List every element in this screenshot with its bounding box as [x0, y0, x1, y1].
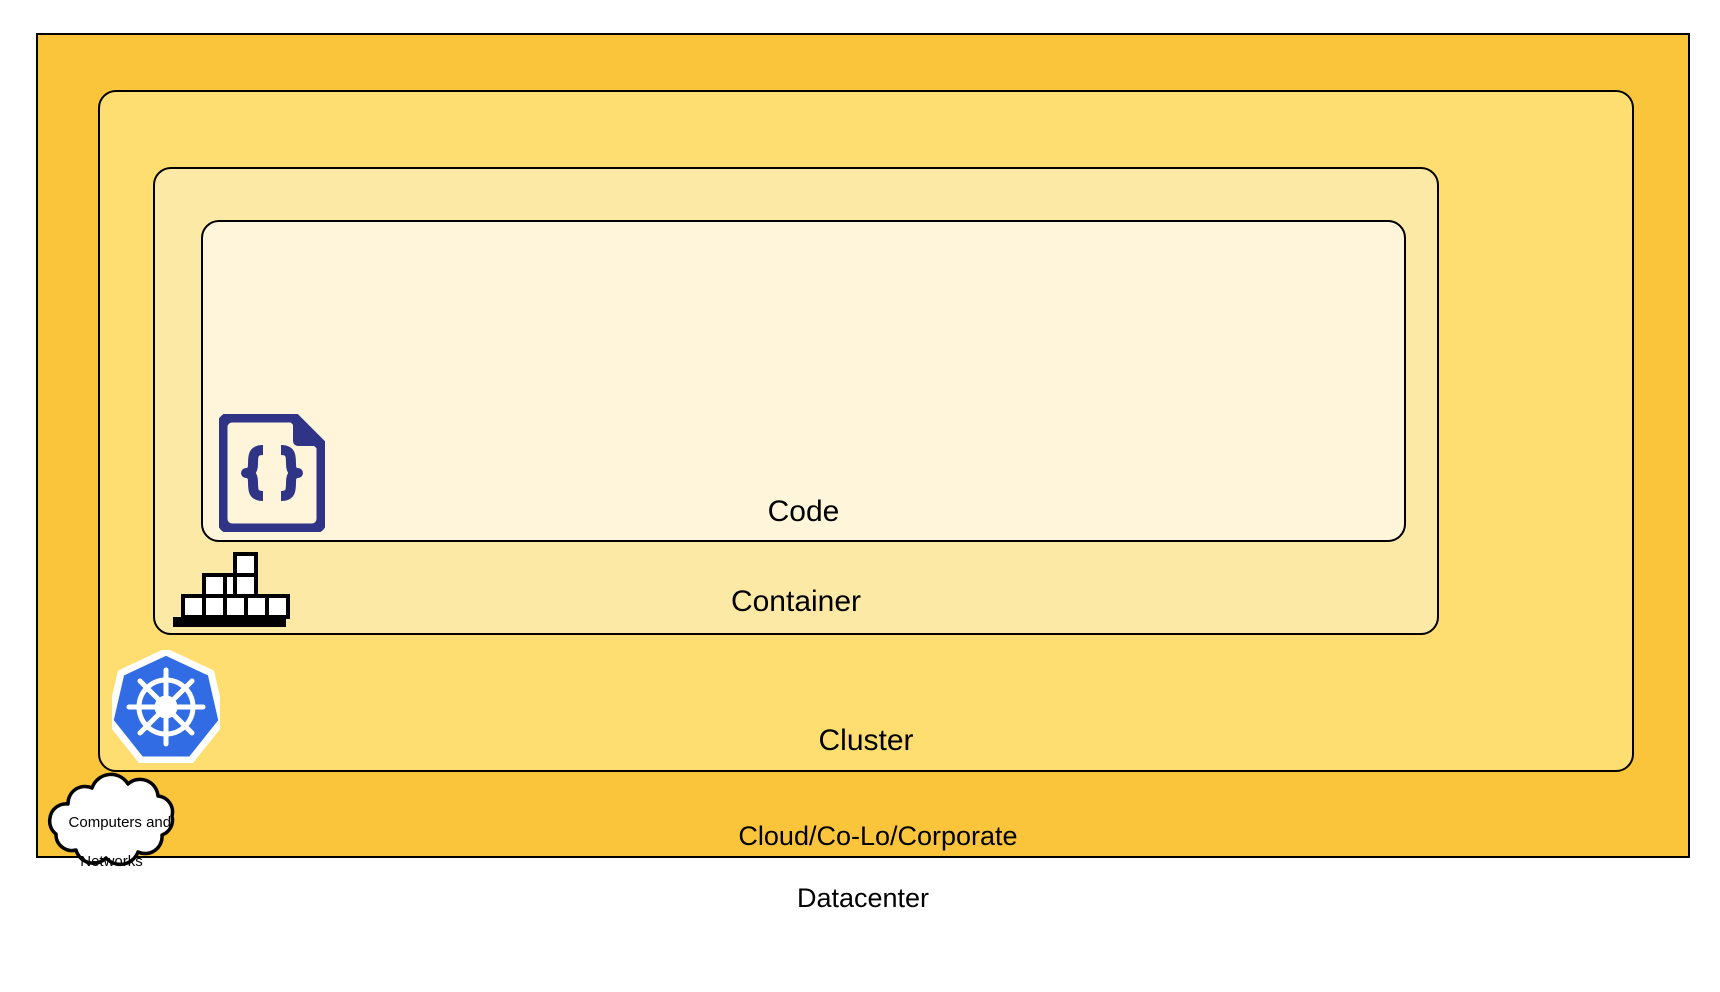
layer-label-container: Container — [730, 585, 862, 618]
cloud-callout-label-line2: Networks — [80, 852, 143, 870]
container-stack-icon — [168, 552, 290, 629]
layer-code[interactable] — [201, 220, 1406, 542]
layer-label-cluster: Cluster — [818, 724, 914, 757]
cloud-callout-shape[interactable] — [34, 770, 189, 868]
cloud-callout-label-line1: Computers and — [68, 813, 172, 831]
cloud-callout-label: Computers and Networks — [34, 793, 189, 910]
code-braces-document-icon — [216, 411, 328, 535]
layer-label-datacenter: Cloud/Co-Lo/Corporate Datacenter — [36, 790, 1690, 976]
layer-label-datacenter-line1: Cloud/Co-Lo/Corporate — [738, 821, 1018, 852]
kubernetes-helm-wheel-icon — [106, 648, 226, 764]
layer-label-code: Code — [767, 495, 840, 528]
layer-label-datacenter-line2: Datacenter — [796, 883, 930, 914]
